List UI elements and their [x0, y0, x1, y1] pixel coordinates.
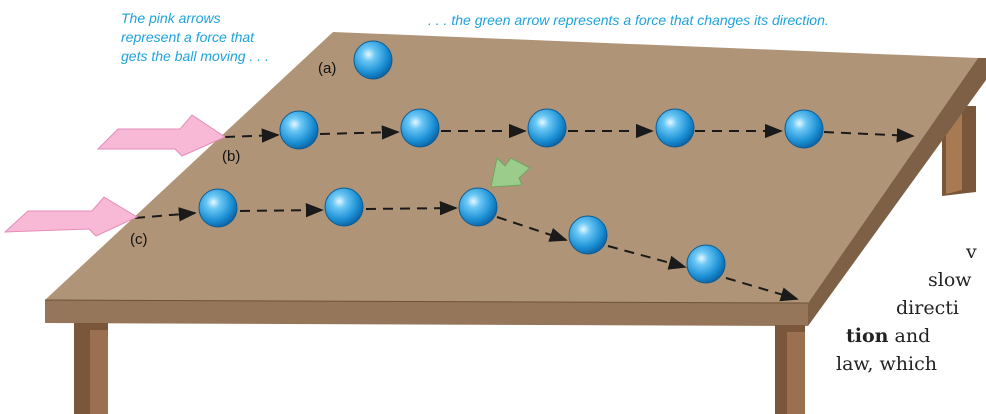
text-fragment-1: v: [966, 241, 977, 263]
ball-c1: [199, 189, 237, 227]
table-front-legs: [74, 323, 805, 414]
push-arrow-c: [5, 197, 137, 236]
ball-b3: [528, 109, 566, 147]
caption-pink-arrows: The pink arrows represent a force that g…: [121, 9, 281, 66]
label-a: (a): [318, 60, 336, 77]
ball-b5: [785, 110, 823, 148]
ball-c2: [325, 188, 363, 226]
text-fragment-4: tion and: [846, 325, 930, 347]
text-fragment-3: directi: [896, 297, 959, 319]
ball-c3: [459, 188, 497, 226]
push-arrow-b: [98, 115, 225, 156]
caption-green-arrow: . . . the green arrow represents a force…: [428, 11, 829, 30]
ball-b2: [401, 109, 439, 147]
ball-b4: [656, 109, 694, 147]
ball-c5: [687, 245, 725, 283]
ball-c4: [569, 216, 607, 254]
table-front-edge: [45, 300, 808, 326]
label-b: (b): [222, 148, 240, 165]
label-c: (c): [130, 231, 148, 248]
text-fragment-4-rest: and: [888, 325, 930, 347]
text-fragment-2: slow: [928, 269, 972, 291]
ball-a: [354, 41, 392, 79]
ball-b1: [280, 111, 318, 149]
bold-term: tion: [846, 325, 888, 347]
text-fragment-5: law, which: [836, 353, 937, 375]
